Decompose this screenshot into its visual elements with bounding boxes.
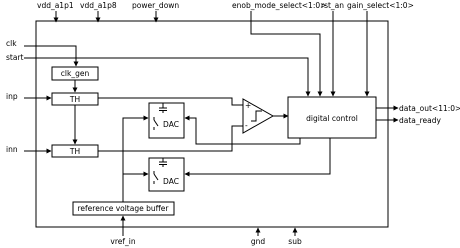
dac-bottom-switch-icon: [153, 171, 159, 184]
dac-bottom-capacitor-icon: [159, 158, 167, 167]
pin-label-clk: clk: [6, 39, 17, 48]
pin-label-data-out: data_out<11:0>: [399, 104, 460, 113]
comparator-plus: +: [245, 101, 251, 110]
dac-top-capacitor-icon: [159, 103, 167, 113]
chip-boundary: [35, 20, 389, 228]
comparator-hysteresis-icon: [251, 110, 262, 122]
dac-top-switch-icon: [153, 117, 159, 130]
dac-bottom-label: DAC: [163, 177, 179, 186]
comparator-symbol: [242, 98, 275, 134]
pin-label-gnd: gnd: [251, 237, 266, 246]
pin-label-rst-an: rst_an: [321, 1, 344, 10]
buffer-to-dac-top: [122, 115, 149, 202]
start-wire: [24, 57, 311, 97]
pin-label-inn: inn: [6, 145, 18, 154]
pin-label-inp: inp: [6, 92, 18, 101]
th-top-to-comparator: [98, 97, 243, 106]
pin-label-enob-mode-select: enob_mode_select<1:0>: [232, 1, 326, 10]
pin-label-start: start: [6, 53, 24, 62]
digital-control-block: [287, 96, 377, 139]
enob-mode-select-wire: [250, 11, 323, 97]
th-bottom-to-comparator: [98, 125, 243, 152]
th-top-label: TH: [69, 95, 80, 104]
pin-label-sub: sub: [288, 237, 302, 246]
reference-buffer-label: reference voltage buffer: [78, 204, 170, 213]
dac-top-label: DAC: [163, 120, 179, 129]
digital-to-dac-top: [184, 115, 301, 145]
pin-label-data-ready: data_ready: [399, 116, 442, 125]
th-bottom-label: TH: [69, 147, 80, 156]
pin-label-vdd-a1p8: vdd_a1p8: [80, 1, 117, 10]
pin-label-vref-in: vref_in: [110, 237, 135, 246]
clk-wire: [24, 45, 79, 67]
digital-to-dac-bottom: [184, 138, 331, 177]
clk-gen-label: clk_gen: [61, 69, 90, 78]
digital-control-label: digital control: [306, 114, 358, 123]
comparator-minus: -: [245, 121, 248, 130]
pin-label-vdd-a1p1: vdd_a1p1: [37, 1, 74, 10]
pin-label-power-down: power_down: [132, 1, 179, 10]
dac-bottom-block: [148, 157, 185, 192]
pin-label-gain-select: gain_select<1:0>: [347, 1, 414, 10]
